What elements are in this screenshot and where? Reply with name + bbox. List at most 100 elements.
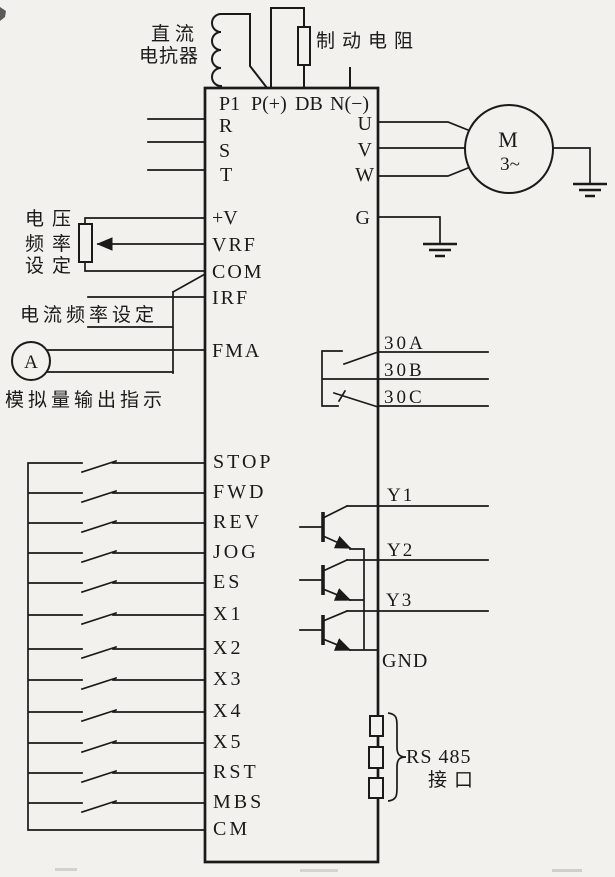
terminal-rst: RST	[213, 761, 259, 783]
emitter-arrow	[321, 534, 352, 550]
scan-dash	[552, 869, 582, 872]
ground-terminal: G	[356, 207, 457, 258]
emitter-rail	[349, 548, 379, 651]
brace	[387, 712, 407, 802]
terminal-x4: X4	[213, 700, 243, 722]
digital-input-wiring	[27, 459, 206, 831]
potentiometer-symbol	[78, 223, 93, 263]
rs485-terminal-1	[369, 715, 384, 737]
pot-wiring	[84, 217, 206, 272]
terminal-p1: P1	[219, 93, 240, 115]
analog-output-meter: A 模拟量输出指示	[5, 341, 206, 411]
meter-wires	[46, 349, 206, 373]
terminal-rev: REV	[213, 511, 262, 533]
voltage-freq-label-3: 设定	[25, 255, 79, 277]
terminal-es: ES	[213, 571, 242, 593]
analog-indicator-label: 模拟量输出指示	[5, 389, 166, 411]
terminal-fwd: FWD	[213, 481, 266, 503]
dc-reactor-label-2: 电抗器	[139, 45, 199, 67]
voltage-freq-setting: 电压 频率 设定	[25, 208, 206, 277]
terminal-r: R	[219, 115, 233, 137]
transistor-1	[299, 504, 352, 550]
emitter-arrow	[321, 587, 352, 602]
dc-reactor-circuit: 直流 电抗器	[139, 13, 269, 90]
transistor-outputs: Y1 Y2 Y3 GND	[299, 485, 489, 672]
dc-reactor-coil	[211, 13, 269, 90]
mains-input: R S T	[147, 115, 233, 186]
scan-blob	[0, 7, 6, 21]
motor-circuit: M 3~ U V W	[355, 104, 607, 198]
terminal-y1: Y1	[387, 485, 414, 506]
rs485-terminal-2	[368, 746, 384, 769]
terminal-p-plus: P(+)	[251, 93, 287, 115]
motor-phase-label: 3~	[500, 154, 520, 175]
terminal-n-minus: N(−)	[330, 93, 369, 115]
terminal-30a: 30A	[384, 333, 426, 354]
rst-leads	[147, 118, 206, 171]
transistor-leads	[299, 609, 349, 631]
terminal-w: W	[355, 164, 374, 186]
g-wire	[377, 216, 441, 244]
g-ground-symbol	[423, 242, 457, 258]
terminal-x5: X5	[213, 731, 243, 753]
relay-contact-symbol	[321, 350, 380, 409]
digital-inputs: STOP FWD REV JOG ES X1 X2 X3 X4 X5 RST M…	[27, 451, 274, 840]
terminal-g: G	[356, 207, 370, 229]
terminal-irf: IRF	[212, 287, 249, 309]
rs485-interface: RS 485 接口	[368, 712, 480, 802]
braking-resistor-circuit: 制动电阻	[270, 7, 420, 89]
braking-resistor-wiring	[270, 7, 305, 89]
rs485-terminal-3	[368, 777, 384, 799]
transistor-leads	[299, 558, 349, 581]
voltage-freq-label-1: 电压	[25, 208, 79, 230]
terminal-plus-v: +V	[212, 207, 238, 229]
terminal-x1: X1	[213, 603, 243, 625]
rs485-label: RS 485	[406, 746, 471, 768]
ammeter-symbol	[11, 341, 51, 381]
terminal-cm: CM	[213, 818, 250, 840]
emitter-arrow	[321, 637, 352, 652]
terminal-jog: JOG	[213, 541, 259, 563]
motor-ground-symbol	[573, 182, 607, 198]
terminal-stop: STOP	[213, 451, 274, 473]
terminal-fma: FMA	[212, 340, 261, 362]
terminal-30c: 30C	[384, 387, 425, 408]
terminal-mbs: MBS	[213, 791, 264, 813]
terminal-u: U	[358, 113, 373, 135]
inverter-block-outline	[203, 86, 380, 864]
transistor-leads	[299, 504, 349, 528]
relay-output: 30A 30B 30C	[321, 333, 489, 409]
terminal-x2: X2	[213, 637, 243, 659]
terminal-gnd: GND	[382, 650, 428, 672]
terminal-y3: Y3	[386, 590, 413, 611]
resistor-symbol	[297, 26, 311, 66]
voltage-freq-label-2: 频率	[25, 233, 79, 255]
terminal-t: T	[220, 164, 232, 186]
terminal-com: COM	[212, 261, 264, 283]
dc-reactor-label-1: 直流	[151, 23, 199, 45]
terminal-db: DB	[295, 93, 323, 115]
top-terminals: P1 P(+) DB N(−)	[219, 93, 369, 115]
uvw-wires	[377, 121, 591, 185]
current-freq-label: 电流频率设定	[20, 304, 158, 326]
rs485-port-label: 接口	[428, 769, 480, 791]
y-output-lines	[346, 505, 489, 612]
scan-dash	[55, 868, 77, 871]
transistor-2	[299, 558, 352, 602]
motor-symbol	[464, 104, 554, 194]
terminal-30b: 30B	[384, 360, 425, 381]
transistor-3	[299, 609, 352, 652]
analog-terminals: +V VRF COM IRF FMA	[212, 207, 264, 362]
relay-output-lines	[377, 351, 489, 407]
scan-dash	[300, 869, 338, 872]
motor-letter: M	[498, 127, 518, 152]
current-freq-setting: 电流频率设定	[20, 272, 207, 374]
ammeter-letter: A	[24, 352, 38, 373]
terminal-y2: Y2	[387, 540, 414, 561]
terminal-vrf: VRF	[212, 234, 257, 256]
irf-wiring	[87, 272, 207, 374]
terminal-v: V	[358, 139, 373, 161]
braking-resistor-label: 制动电阻	[316, 30, 420, 52]
terminal-x3: X3	[213, 668, 243, 690]
